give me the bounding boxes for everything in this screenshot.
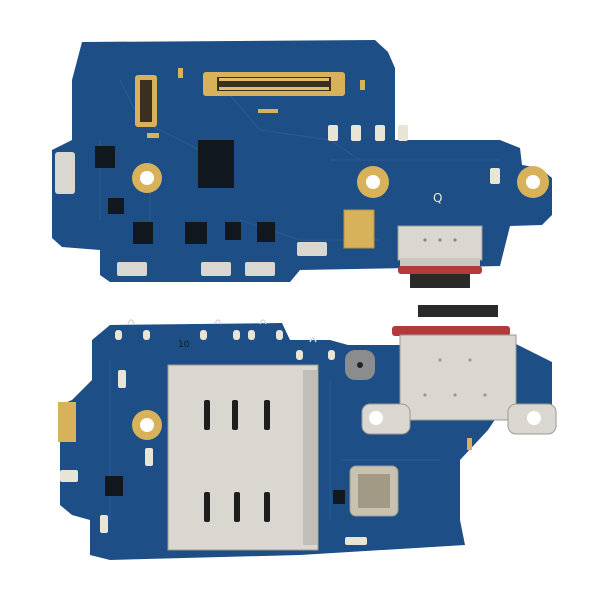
round-sensor (345, 350, 375, 380)
usb-c-port-bottom (361, 305, 557, 435)
top-board-substrate (52, 40, 552, 282)
spring-pins (127, 319, 317, 343)
flex-connector (135, 75, 157, 127)
mounting-hole (132, 163, 549, 198)
silkscreen-q: Q (433, 191, 442, 205)
side-connector (55, 152, 75, 194)
sim-card-tray (167, 364, 319, 551)
mesh-component (349, 465, 399, 517)
top-board: Q (52, 40, 552, 288)
pad-group (328, 125, 500, 184)
ic-chip (198, 140, 234, 188)
silkscreen-10: 10 (178, 340, 190, 350)
mounting-hole-bottom (132, 410, 162, 440)
microphone (343, 209, 375, 249)
ic-chip-small (95, 146, 115, 168)
bottom-board: 10 (58, 305, 557, 560)
usb-c-port-top (397, 225, 483, 288)
spring-contacts (117, 242, 327, 276)
board-to-board-connector (203, 72, 345, 96)
